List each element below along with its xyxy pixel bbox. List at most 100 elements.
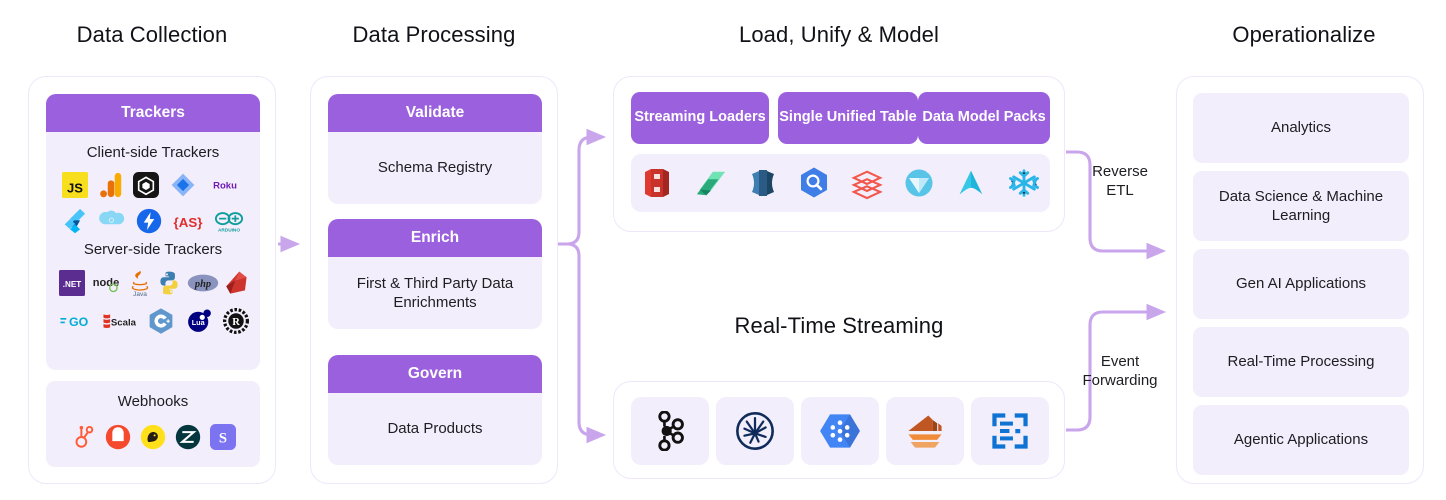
lua-icon: Lua — [188, 309, 211, 332]
amazon-redshift-icon — [751, 170, 774, 196]
column-title-data-collection: Data Collection — [76, 22, 228, 47]
panel-real-time-streaming — [613, 381, 1065, 479]
microsoft-fabric-icon — [696, 171, 725, 196]
card-trackers-header: Trackers — [46, 94, 260, 132]
google-bigquery-icon — [801, 167, 828, 198]
event-forwarding-line-1: Event — [1100, 353, 1140, 370]
google-pubsub-icon — [820, 414, 860, 448]
snowflake-icon — [1008, 169, 1039, 197]
actionscript-icon: {AS} — [174, 215, 203, 230]
azure-event-hubs-icon — [992, 413, 1028, 449]
column-title-operationalize: Operationalize — [1232, 22, 1376, 47]
card-govern-header: Govern — [328, 355, 542, 393]
svg-text:JS: JS — [67, 180, 83, 195]
wire-processing-to-load — [556, 128, 607, 246]
apache-druid-icon — [960, 170, 983, 195]
panel-load-unify-model: Streaming Loaders Single Unified Table D… — [613, 76, 1065, 232]
svg-text:{AS}: {AS} — [174, 215, 203, 230]
zendesk-icon — [175, 425, 201, 450]
reverse-etl-line-2: ETL — [1106, 181, 1134, 199]
label-server-side-trackers: Server-side Trackers — [83, 241, 223, 258]
card-trackers: Trackers Client-side Trackers JS — [46, 94, 260, 370]
card-govern-body: Data Products — [387, 420, 483, 438]
dotnet-icon: .NET — [59, 270, 85, 296]
panel-data-processing: Validate Schema Registry Enrich First & … — [310, 76, 558, 484]
panel-data-collection: Trackers Client-side Trackers JS — [28, 76, 276, 484]
aws-kinesis-icon — [908, 415, 942, 448]
webhooks-title: Webhooks — [117, 393, 189, 410]
card-validate: Validate Schema Registry — [328, 94, 542, 204]
dremio-icon — [905, 169, 933, 197]
svg-text:GO: GO — [69, 315, 89, 329]
hubspot-icon — [75, 426, 94, 448]
operationalize-item-analytics: Analytics — [1193, 93, 1409, 163]
svg-text:php: php — [193, 279, 210, 290]
card-govern: Govern Data Products — [328, 355, 542, 465]
google-analytics-icon — [99, 172, 121, 198]
apache-pulsar-icon — [736, 412, 774, 450]
webhook-icons-row: S — [70, 422, 236, 452]
google-tag-manager-icon — [171, 173, 194, 197]
svg-text:Roku: Roku — [213, 181, 237, 192]
roku-icon: Roku — [213, 181, 237, 192]
icon-tile-event-hubs — [971, 397, 1049, 465]
python-icon — [160, 271, 178, 295]
java-icon: Java — [131, 270, 148, 297]
client-tracker-icons-row-1: JS Roku — [62, 170, 244, 200]
svg-text:ARDUINO: ARDUINO — [218, 227, 240, 233]
nodejs-icon: node — [93, 277, 120, 293]
svg-text:R: R — [232, 317, 240, 328]
mailchimp-icon — [140, 425, 166, 450]
reverse-etl-line-1: Reverse — [1092, 163, 1148, 180]
operationalize-item-agentic: Agentic Applications — [1193, 405, 1409, 475]
panel-operationalize: Analytics Data Science & Machine Learnin… — [1176, 76, 1424, 484]
client-tracker-icons-row-2: {AS} ARDUINO — [62, 206, 244, 236]
column-title-data-processing: Data Processing — [352, 22, 516, 47]
salesforce-cloud-icon — [99, 210, 125, 225]
card-validate-body: Schema Registry — [377, 159, 493, 177]
label-client-side-trackers: Client-side Trackers — [86, 144, 220, 161]
apache-kafka-icon — [658, 411, 684, 451]
svg-text:.NET: .NET — [63, 280, 82, 289]
cpp-icon — [149, 308, 173, 334]
server-tracker-icons-row-2: GO Scala Lua — [59, 306, 249, 336]
flutter-icon — [64, 208, 86, 234]
ruby-icon — [226, 271, 247, 294]
connector-label-reverse-etl: Reverse ETL — [1074, 163, 1166, 201]
intercom-icon — [105, 425, 131, 450]
real-time-streaming-title: Real-Time Streaming — [734, 313, 944, 338]
svg-text:node: node — [93, 277, 119, 289]
rust-icon: R — [223, 308, 249, 334]
unity-icon — [133, 172, 159, 198]
svg-text:Java: Java — [133, 291, 147, 297]
card-enrich-body: First & Third Party Data Enrichments — [356, 274, 514, 312]
icon-tile-kafka — [631, 397, 709, 465]
card-enrich: Enrich First & Third Party Data Enrichme… — [328, 219, 542, 329]
lightning-bolt-icon — [136, 208, 162, 234]
golang-icon: GO — [60, 315, 89, 329]
column-title-load-unify-model: Load, Unify & Model — [738, 22, 939, 47]
scala-icon: Scala — [103, 314, 136, 328]
arduino-icon: ARDUINO — [214, 212, 244, 233]
chip-data-model-packs: Data Model Packs — [918, 92, 1050, 144]
connector-label-event-forwarding: Event Forwarding — [1060, 353, 1180, 391]
event-forwarding-line-2: Forwarding — [1082, 371, 1158, 389]
icon-tile-pulsar — [716, 397, 794, 465]
databricks-icon — [850, 170, 883, 200]
warehouse-icon-strip — [631, 154, 1050, 212]
icon-tile-kinesis — [886, 397, 964, 465]
server-tracker-icons-row-1: .NET node Java php — [59, 268, 249, 298]
amazon-s3-icon — [645, 169, 670, 197]
svg-text:Lua: Lua — [192, 318, 206, 327]
card-webhooks: Webhooks — [46, 381, 260, 467]
operationalize-item-real-time: Real-Time Processing — [1193, 327, 1409, 397]
chip-single-unified-table: Single Unified Table — [778, 92, 918, 144]
wire-processing-to-streaming — [556, 242, 607, 444]
sendgrid-icon: S — [210, 424, 236, 451]
icon-tile-pubsub — [801, 397, 879, 465]
operationalize-item-data-science: Data Science & Machine Learning — [1193, 171, 1409, 241]
svg-text:Scala: Scala — [111, 317, 136, 328]
operationalize-item-gen-ai: Gen AI Applications — [1193, 249, 1409, 319]
javascript-icon: JS — [62, 172, 88, 198]
